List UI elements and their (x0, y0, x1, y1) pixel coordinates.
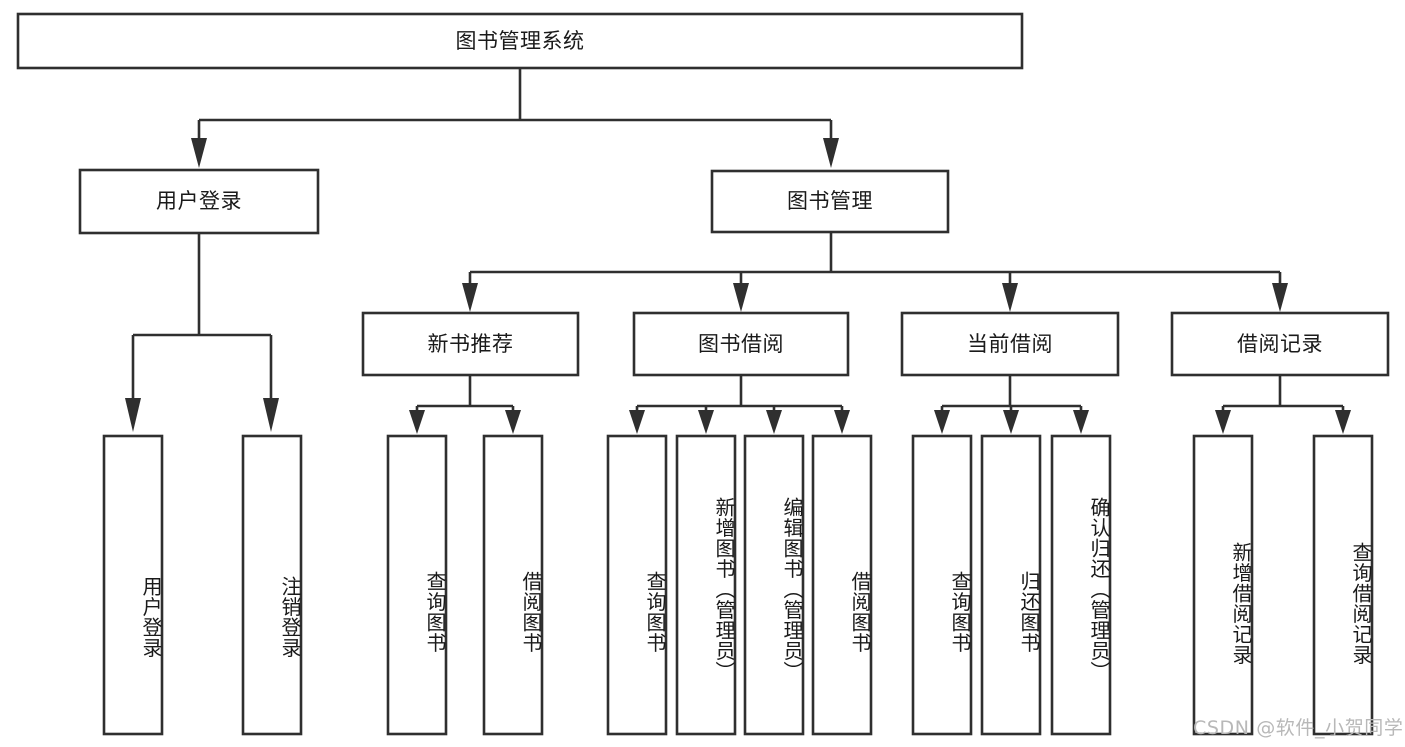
arrowhead-leaf-borrow-book-2 (834, 410, 850, 434)
connectors-book-manage-to-level2 (462, 232, 1288, 312)
node-box-leaf-borrow-book-2[interactable] (811, 434, 873, 736)
connectors-borrow-record-to-leaves (1215, 375, 1351, 434)
connectors-root-to-level1 (191, 68, 839, 168)
arrowhead-book-manage (823, 138, 839, 168)
arrowhead-leaf-add-book (698, 410, 714, 434)
connectors-current-borrow-to-leaves (934, 375, 1089, 434)
node-box-current-borrow[interactable] (900, 311, 1120, 377)
arrowhead-leaf-user-login (125, 398, 141, 432)
node-box-leaf-add-record[interactable] (1192, 434, 1254, 736)
node-box-user-login[interactable] (78, 168, 320, 235)
arrowhead-leaf-query-book-1 (409, 410, 425, 434)
node-box-leaf-logout-login[interactable] (241, 434, 303, 736)
node-box-leaf-borrow-book-1[interactable] (482, 434, 544, 736)
arrowhead-new-book-recommend (462, 283, 478, 312)
node-box-leaf-query-book-2[interactable] (606, 434, 668, 736)
arrowhead-user-login (191, 138, 207, 168)
node-box-root[interactable] (16, 12, 1024, 70)
arrowhead-leaf-return-book (1003, 410, 1019, 434)
arrowhead-leaf-logout-login (263, 398, 279, 432)
node-box-leaf-edit-book[interactable] (743, 434, 805, 736)
node-box-new-book-recommend[interactable] (361, 311, 580, 377)
node-box-leaf-user-login[interactable] (102, 434, 164, 736)
node-box-leaf-return-book[interactable] (980, 434, 1042, 736)
arrowhead-leaf-query-book-2 (629, 410, 645, 434)
arrowhead-leaf-edit-book (766, 410, 782, 434)
arrowhead-leaf-borrow-book-1 (505, 410, 521, 434)
node-box-leaf-query-book-3[interactable] (911, 434, 973, 736)
node-box-leaf-confirm-return[interactable] (1050, 434, 1112, 736)
node-box-leaf-add-book[interactable] (675, 434, 737, 736)
arrowhead-leaf-confirm-return (1073, 410, 1089, 434)
node-box-leaf-query-book-1[interactable] (386, 434, 448, 736)
arrowhead-borrow-record (1272, 283, 1288, 312)
node-box-book-manage[interactable] (710, 169, 950, 234)
node-box-book-borrow[interactable] (632, 311, 850, 377)
connectors-user-login-to-leaves (125, 233, 279, 432)
node-box-borrow-record[interactable] (1170, 311, 1390, 377)
connectors-new-book-recommend-to-leaves (409, 375, 521, 434)
node-box-leaf-query-record[interactable] (1312, 434, 1374, 736)
arrowhead-leaf-add-record (1215, 410, 1231, 434)
arrowhead-leaf-query-book-3 (934, 410, 950, 434)
arrowhead-book-borrow (733, 283, 749, 312)
arrowhead-current-borrow (1002, 283, 1018, 312)
arrowhead-leaf-query-record (1335, 410, 1351, 434)
connectors-book-borrow-to-leaves (629, 375, 850, 434)
